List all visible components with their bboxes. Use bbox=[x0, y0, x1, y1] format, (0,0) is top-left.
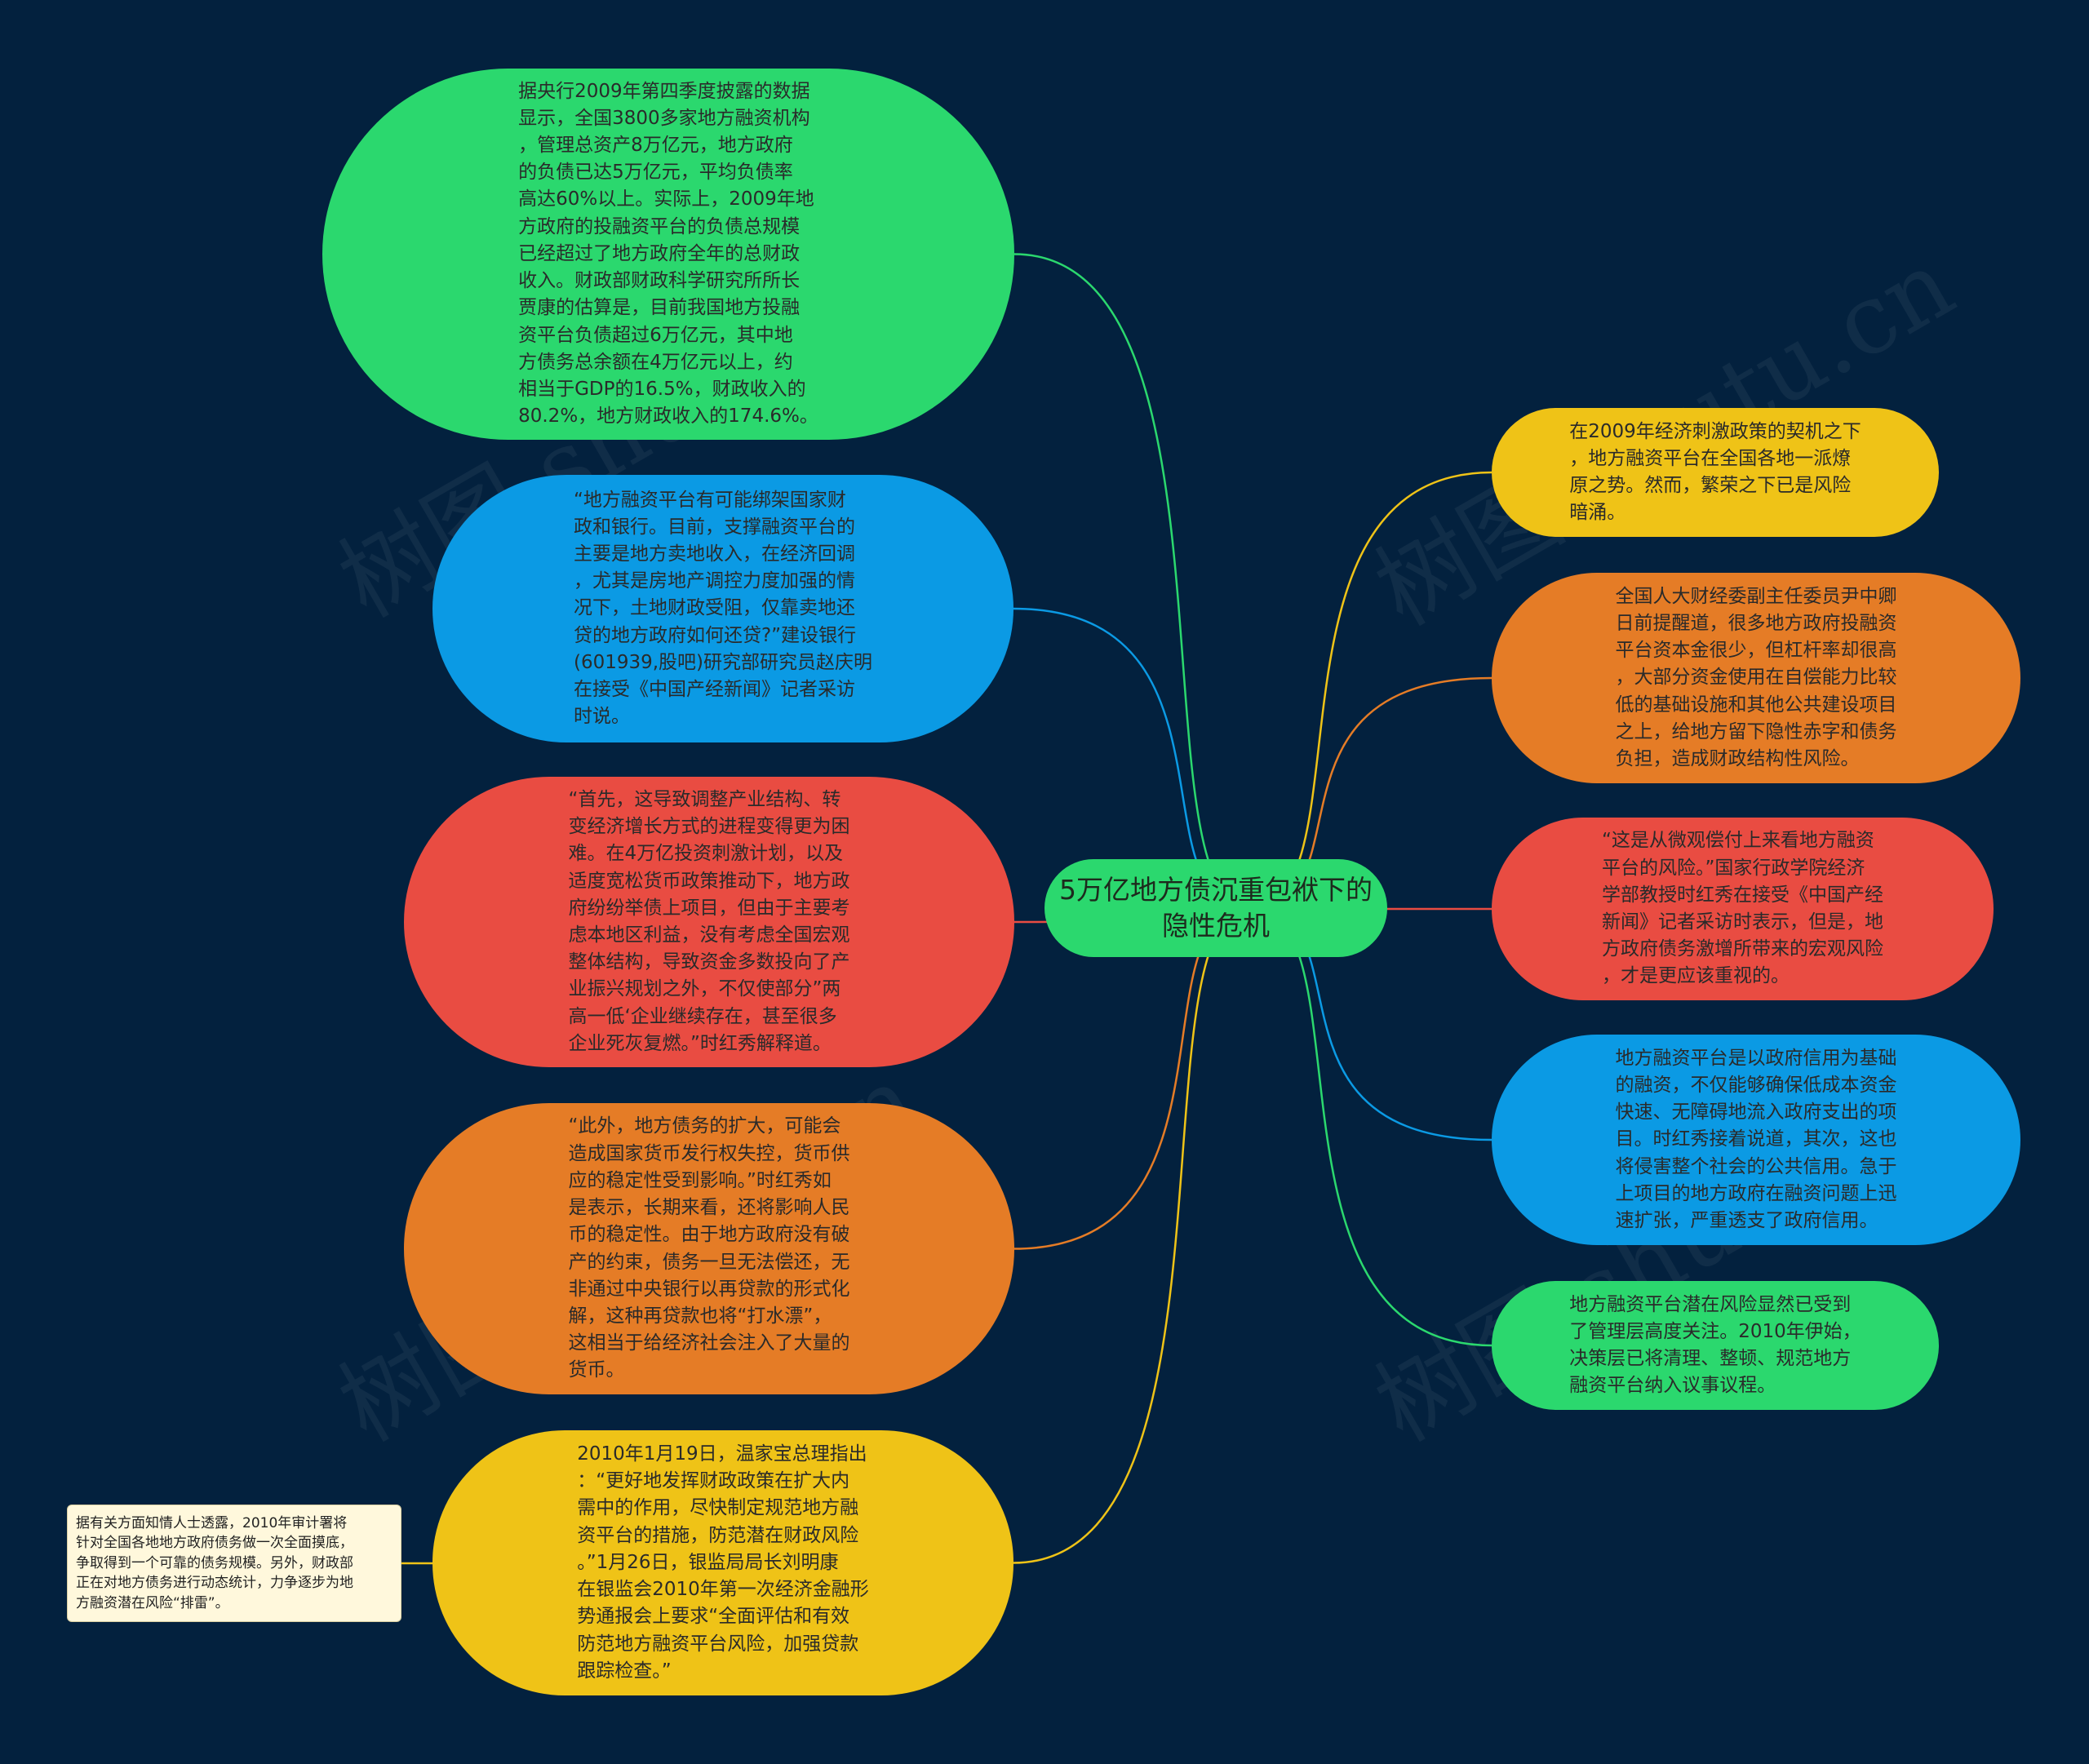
leaf-note-box[interactable]: 据有关方面知情人士透露，2010年审计署将 针对全国各地地方政府债务做一次全面摸… bbox=[67, 1505, 401, 1622]
central-topic-label: 5万亿地方债沉重包袱下的 隐性危机 bbox=[1059, 874, 1373, 942]
branch-node-text: 全国人大财经委副主任委员尹中卿 日前提醒道，很多地方政府投融资 平台资本金很少，… bbox=[1615, 585, 1897, 769]
branch-node-right-5[interactable]: 地方融资平台潜在风险显然已受到 了管理层高度关注。2010年伊始， 决策层已将清… bbox=[1492, 1281, 1939, 1410]
branch-node-left-2[interactable]: “地方融资平台有可能绑架国家财 政和银行。目前，支撑融资平台的 主要是地方卖地收… bbox=[432, 475, 1013, 742]
branch-node-text: “这是从微观偿付上来看地方融资 平台的风险。”国家行政学院经济 学部教授时红秀在… bbox=[1602, 830, 1883, 987]
connector-l1 bbox=[1013, 253, 1251, 910]
branch-node-left-5[interactable]: 2010年1月19日，温家宝总理指出 ：“更好地发挥财政政策在扩大内 需中的作用… bbox=[432, 1430, 1013, 1695]
branch-node-right-2[interactable]: 全国人大财经委副主任委员尹中卿 日前提醒道，很多地方政府投融资 平台资本金很少，… bbox=[1492, 573, 2020, 783]
branch-node-left-4[interactable]: “此外，地方债务的扩大，可能会 造成国家货币发行权失控，货币供 应的稳定性受到影… bbox=[404, 1103, 1014, 1394]
branch-node-text: 据央行2009年第四季度披露的数据 显示，全国3800多家地方融资机构 ，管理总… bbox=[518, 80, 818, 428]
branch-node-right-4[interactable]: 地方融资平台是以政府信用为基础 的融资，不仅能够确保低成本资金 快速、无障碍地流… bbox=[1492, 1035, 2020, 1245]
connector-r1 bbox=[1249, 471, 1492, 910]
branch-node-text: 地方融资平台潜在风险显然已受到 了管理层高度关注。2010年伊始， 决策层已将清… bbox=[1569, 1293, 1861, 1397]
branch-node-left-3[interactable]: “首先，这导致调整产业结构、转 变经济增长方式的进程变得更为困 难。在4万亿投资… bbox=[404, 777, 1014, 1067]
branch-node-text: 在2009年经济刺激政策的契机之下 ，地方融资平台在全国各地一派燎 原之势。然而… bbox=[1569, 420, 1861, 524]
connector-l5 bbox=[1013, 906, 1251, 1564]
leaf-note-text: 据有关方面知情人士透露，2010年审计署将 针对全国各地地方政府债务做一次全面摸… bbox=[76, 1514, 353, 1611]
branch-node-left-1[interactable]: 据央行2009年第四季度披露的数据 显示，全国3800多家地方融资机构 ，管理总… bbox=[322, 69, 1014, 440]
connector-r5 bbox=[1249, 906, 1492, 1347]
central-topic[interactable]: 5万亿地方债沉重包袱下的 隐性危机 bbox=[1044, 859, 1387, 957]
branch-node-text: “首先，这导致调整产业结构、转 变经济增长方式的进程变得更为困 难。在4万亿投资… bbox=[568, 788, 850, 1054]
branch-node-right-1[interactable]: 在2009年经济刺激政策的契机之下 ，地方融资平台在全国各地一派燎 原之势。然而… bbox=[1492, 408, 1939, 537]
connector-l4 bbox=[1013, 906, 1251, 1250]
branch-node-text: 地方融资平台是以政府信用为基础 的融资，不仅能够确保低成本资金 快速、无障碍地流… bbox=[1615, 1047, 1897, 1231]
branch-node-text: “地方融资平台有可能绑架国家财 政和银行。目前，支撑融资平台的 主要是地方卖地收… bbox=[573, 489, 873, 728]
branch-node-text: 2010年1月19日，温家宝总理指出 ：“更好地发挥财政政策在扩大内 需中的作用… bbox=[577, 1443, 869, 1682]
branch-node-text: “此外，地方债务的扩大，可能会 造成国家货币发行权失控，货币供 应的稳定性受到影… bbox=[568, 1115, 850, 1381]
branch-node-right-3[interactable]: “这是从微观偿付上来看地方融资 平台的风险。”国家行政学院经济 学部教授时红秀在… bbox=[1492, 818, 1994, 1000]
